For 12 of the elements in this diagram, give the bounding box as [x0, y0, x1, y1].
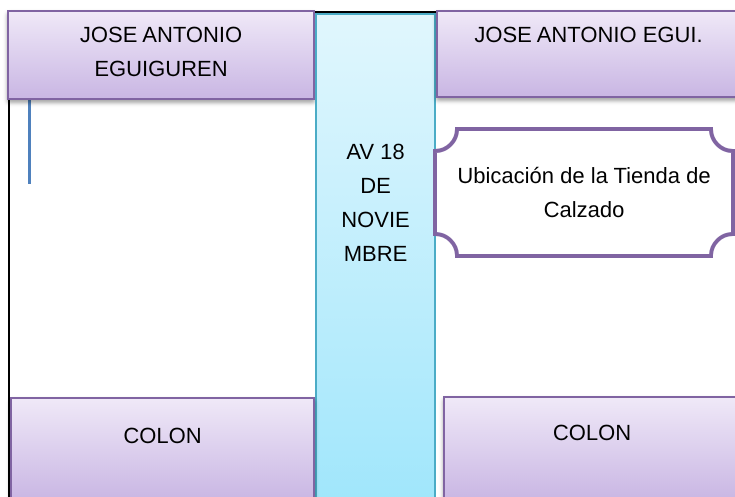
street-box [436, 10, 735, 98]
node-text: JOSE ANTONIO EGUIGUREN [78, 21, 244, 83]
node-text: AV 18 DE NOVIE MBRE [340, 138, 411, 268]
street-box [10, 397, 315, 497]
node-text: COLON [123, 422, 202, 450]
node-text: JOSE ANTONIO EGUI. [474, 21, 703, 49]
node-text: Ubicación de la Tienda de Calzado [457, 162, 711, 224]
street-box [443, 396, 735, 497]
street-box [7, 10, 315, 100]
avenue-band [315, 13, 436, 497]
node-text: COLON [552, 419, 632, 447]
location-plaque [433, 127, 735, 258]
